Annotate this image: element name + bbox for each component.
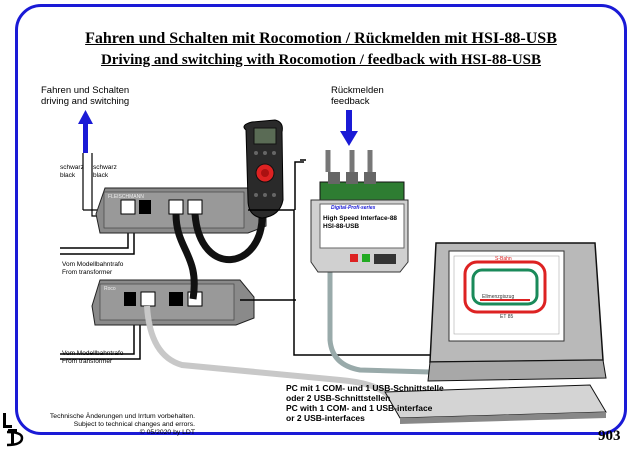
wire-label-black-2-de: schwarz	[93, 164, 117, 171]
disclaimer-2: Subject to technical changes and errors.	[73, 421, 195, 428]
label-drive-en: driving and switching	[41, 96, 130, 107]
down-arrow-icon	[340, 110, 358, 146]
disclaimer-1: Technische Änderungen und Irrtum vorbeha…	[49, 413, 195, 420]
wire-label-black-1-en: black	[60, 172, 76, 179]
brand-fleischmann: FLEISCHMANN	[108, 194, 144, 200]
hsi-brand: Digital-Profi-series	[331, 205, 376, 211]
brand-roco: Roco	[104, 286, 116, 292]
screen-label-sbahn: S-Bahn	[495, 256, 512, 262]
hsi-usb-cable	[327, 268, 431, 375]
label-feedback-de: Rückmelden	[331, 85, 384, 96]
copyright: © 05/2020 by LDT	[139, 429, 195, 436]
label-feedback-en: feedback	[331, 96, 370, 107]
wire-label-black-1-de: schwarz	[60, 164, 84, 171]
transformer-label-1-en: From transformer	[62, 269, 113, 276]
hsi-88-module	[310, 150, 409, 273]
title-english: Driving and switching with Rocomotion / …	[100, 52, 542, 68]
transformer-label-1-de: Vom Modellbahntrafo	[62, 261, 124, 268]
ldt-logo-icon	[3, 413, 24, 447]
pc-text-2: oder 2 USB-Schnittstellen	[286, 393, 391, 403]
pc-monitor	[429, 242, 604, 363]
title-german: Fahren und Schalten mit Rocomotion / Rüc…	[85, 30, 557, 47]
handheld-cable	[191, 211, 266, 263]
transformer-label-2-de: Vom Modellbahntrafo	[62, 350, 124, 357]
handheld-controller	[243, 119, 284, 219]
screen-label-et85: ET 85	[500, 314, 514, 320]
up-arrow-icon	[78, 110, 93, 153]
usb-cable-grey	[144, 305, 391, 398]
hsi-name-2: HSI-88-USB	[323, 223, 360, 230]
pc-text-4: or 2 USB-interfaces	[286, 413, 365, 423]
page-number: 903	[598, 428, 621, 444]
transformer-label-2-en: From transformer	[62, 358, 113, 365]
pc-text-3: PC with 1 COM- and 1 USB-interface	[286, 403, 433, 413]
pc-base	[384, 359, 607, 424]
pc-text-1: PC mit 1 COM- und 1 USB-Schnittstelle	[286, 383, 444, 393]
wire-label-black-2-en: black	[93, 172, 109, 179]
pc-connection-lines	[240, 159, 430, 356]
bottom-booster-unit	[91, 279, 255, 326]
label-drive-de: Fahren und Schalten	[41, 85, 130, 96]
hsi-name-1: High Speed Interface-88	[323, 215, 398, 222]
booster-cable	[172, 213, 198, 300]
page-frame	[15, 4, 627, 435]
screen-label-mid: Ellmenzgiszug	[482, 294, 515, 300]
